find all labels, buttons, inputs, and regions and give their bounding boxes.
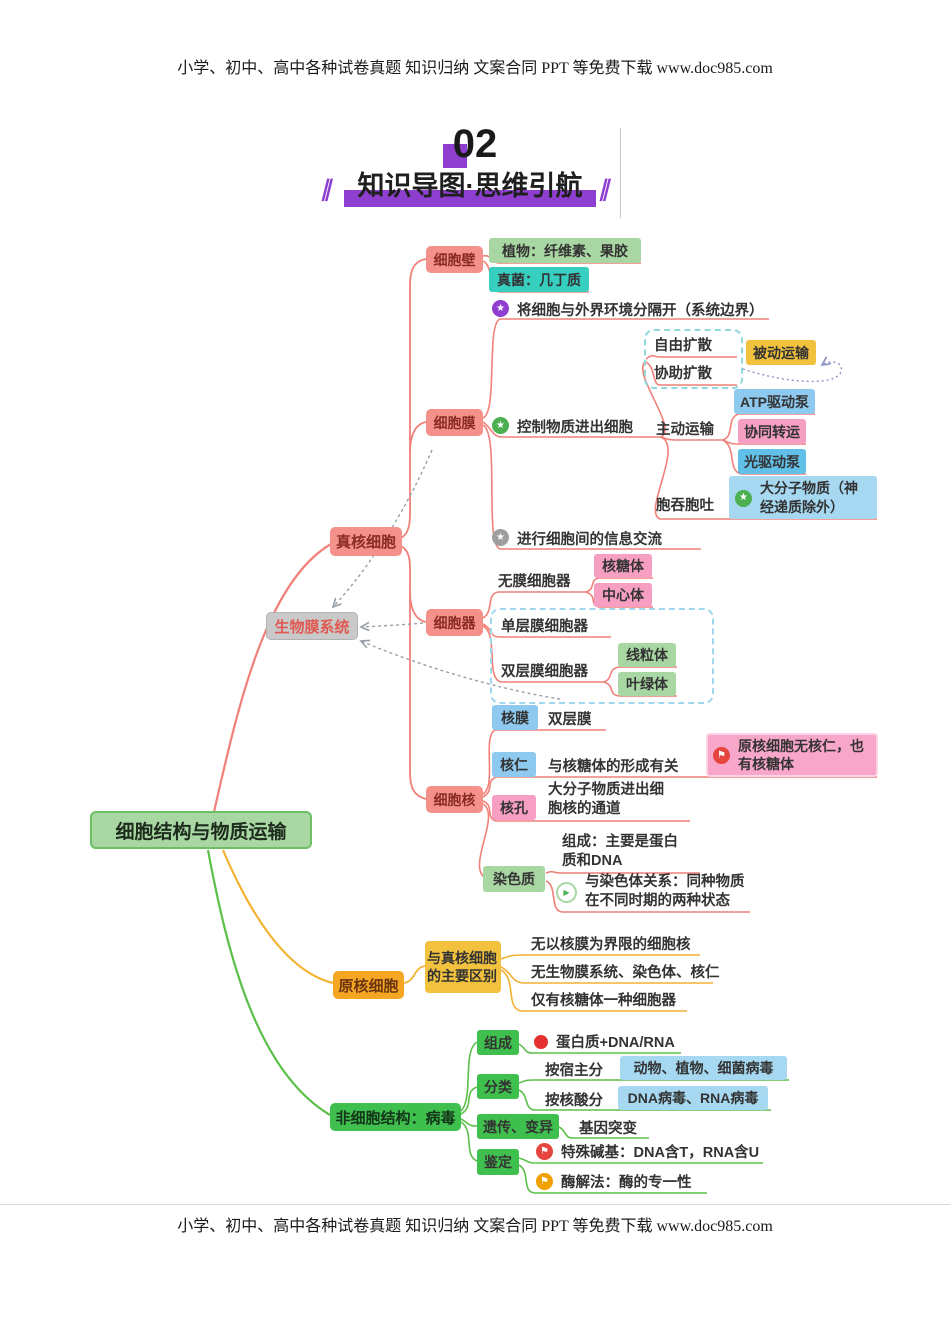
organelles-node: 细胞器 [426, 609, 483, 636]
ribosome-node: 核糖体 [594, 554, 652, 578]
title-divider-line [620, 128, 621, 218]
flag-icon: ⚑ [536, 1173, 553, 1190]
virus-classify-node: 分类 [477, 1074, 519, 1099]
membrane-info-label: 进行细胞间的信息交流 [517, 532, 662, 548]
virus-heredity-value: 基因突变 [579, 1121, 637, 1137]
cotransport-node: 协同转运 [738, 419, 806, 444]
title-purple-square [443, 144, 467, 168]
virus-by-acid-value: DNA病毒、RNA病毒 [618, 1086, 768, 1110]
virus-composition-node: 组成 [477, 1030, 519, 1055]
light-pump-node: 光驱动泵 [738, 449, 806, 474]
prokaryote-difference-label: 与真核细胞的主要区别 [427, 949, 497, 984]
virus-identify-node: 鉴定 [477, 1149, 519, 1175]
nuclear-pore-desc: 大分子物质进出细胞核的通道 [548, 782, 664, 818]
virus-node: 非细胞结构：病毒 [330, 1103, 461, 1131]
star-icon: ★ [492, 300, 509, 317]
star-icon: ★ [735, 489, 752, 507]
virus-composition-label: 蛋白质+DNA/RNA [556, 1035, 675, 1051]
membrane-control-item: ★ 控制物质进出细胞 [492, 416, 633, 437]
virus-special-base-item: ⚑ 特殊碱基：DNA含T，RNA含U [536, 1141, 759, 1162]
nucleolus-note: ⚑ 原核细胞无核仁，也有核糖体 [706, 733, 878, 777]
nucleolus-note-label: 原核细胞无核仁，也有核糖体 [738, 737, 864, 772]
membrane-info-item: ★ 进行细胞间的信息交流 [492, 528, 662, 549]
eukaryote-node: 真核细胞 [330, 527, 402, 556]
virus-heredity-node: 遗传、变异 [477, 1114, 559, 1139]
page-title: 知识导图·思维引航 [357, 171, 583, 201]
virus-special-base-label: 特殊碱基：DNA含T，RNA含U [561, 1145, 760, 1161]
dot-icon [534, 1034, 548, 1049]
double-membrane-organelle-node: 双层膜细胞器 [501, 664, 588, 680]
free-diffusion-node: 自由扩散 [654, 338, 712, 354]
virus-enzyme-label: 酶解法：酶的专一性 [561, 1175, 692, 1191]
flag-icon: ⚑ [713, 747, 730, 764]
macromolecule-label: 大分子物质（神经递质除外） [760, 480, 858, 515]
virus-by-host-value: 动物、植物、细菌病毒 [620, 1056, 787, 1080]
virus-by-host-label: 按宿主分 [545, 1063, 603, 1079]
nuclear-membrane-node: 核膜 [492, 705, 538, 730]
passive-transport-node: 被动运输 [746, 340, 816, 365]
star-icon: ★ [492, 417, 509, 434]
prokaryote-item-2: 无生物膜系统、染色体、核仁 [531, 965, 720, 981]
section-number: 02 [452, 122, 498, 166]
active-transport-node: 主动运输 [656, 422, 714, 438]
endocytosis-node: 胞吞胞吐 [656, 498, 714, 514]
star-icon: ★ [492, 529, 509, 546]
virus-by-acid-label: 按核酸分 [545, 1093, 603, 1109]
no-membrane-organelle-node: 无膜细胞器 [498, 574, 571, 590]
membrane-organelle-group-frame [490, 608, 714, 704]
chloroplast-node: 叶绿体 [618, 672, 676, 696]
cell-membrane-node: 细胞膜 [426, 409, 483, 436]
macromolecule-node: ★ 大分子物质（神经递质除外） [729, 476, 877, 519]
prokaryote-node: 原核细胞 [333, 971, 404, 999]
membrane-boundary-item: ★ 将细胞与外界环境分隔开（系统边界） [492, 299, 764, 320]
prokaryote-item-1: 无以核膜为界限的细胞核 [531, 937, 691, 953]
chromatin-relation-label: 与染色体关系：同种物质在不同时期的两种状态 [585, 874, 745, 910]
mitochondria-node: 线粒体 [618, 643, 676, 667]
centrosome-node: 中心体 [594, 583, 652, 607]
nucleolus-desc: 与核糖体的形成有关 [548, 759, 679, 775]
nuclear-pore-node: 核孔 [492, 795, 536, 820]
cell-wall-plant-node: 植物：纤维素、果胶 [489, 238, 641, 263]
single-membrane-organelle-node: 单层膜细胞器 [501, 619, 588, 635]
chromatin-node: 染色质 [483, 866, 545, 892]
chromatin-relation-item: ▶ 与染色体关系：同种物质在不同时期的两种状态 [556, 873, 745, 911]
page-footer-text: 小学、初中、高中各种试卷真题 知识归纳 文案合同 PPT 等免费下载 www.d… [177, 1218, 773, 1235]
nucleus-node: 细胞核 [426, 786, 483, 813]
prokaryote-item-3: 仅有核糖体一种细胞器 [531, 993, 676, 1009]
footer-divider-line [0, 1204, 950, 1205]
title-highlight-bar [344, 190, 596, 207]
chromatin-composition: 组成：主要是蛋白质和DNA [562, 834, 678, 870]
atp-pump-node: ATP驱动泵 [734, 389, 815, 414]
virus-composition-item: 蛋白质+DNA/RNA [534, 1031, 675, 1052]
play-icon: ▶ [556, 882, 577, 904]
diffusion-group-frame [644, 329, 743, 389]
root-node: 细胞结构与物质运输 [90, 811, 312, 849]
membrane-boundary-label: 将细胞与外界环境分隔开（系统边界） [517, 303, 764, 319]
assisted-diffusion-node: 协助扩散 [654, 366, 712, 382]
membrane-control-label: 控制物质进出细胞 [517, 420, 633, 436]
biomembrane-system-node: 生物膜系统 [266, 612, 358, 640]
flag-icon: ⚑ [536, 1143, 553, 1160]
cell-wall-fungus-node: 真菌：几丁质 [489, 267, 589, 292]
nuclear-membrane-desc: 双层膜 [548, 712, 592, 728]
virus-enzyme-item: ⚑ 酶解法：酶的专一性 [536, 1171, 692, 1192]
cell-wall-node: 细胞壁 [426, 246, 483, 273]
page-header-text: 小学、初中、高中各种试卷真题 知识归纳 文案合同 PPT 等免费下载 www.d… [177, 60, 773, 77]
prokaryote-difference-node: 与真核细胞的主要区别 [425, 941, 501, 993]
nucleolus-node: 核仁 [492, 752, 536, 777]
